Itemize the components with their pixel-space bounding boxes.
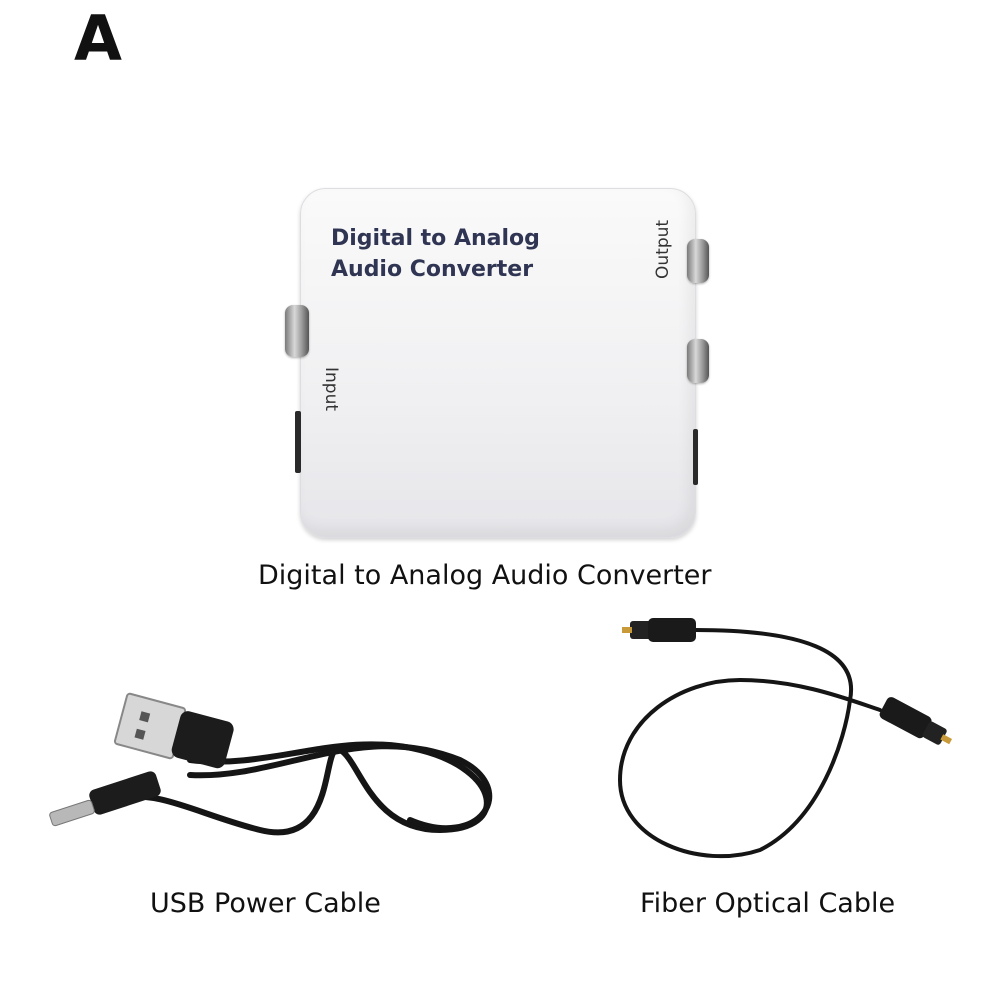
usb-cable-caption: USB Power Cable <box>150 888 381 919</box>
usb-cable-wire <box>117 741 493 836</box>
dc-barrel-plug <box>49 771 161 827</box>
usb-cable-illustration <box>49 692 493 836</box>
right-slot <box>693 429 698 485</box>
output-jack-1 <box>687 239 709 283</box>
output-jack-2 <box>687 339 709 383</box>
left-slot <box>295 411 301 473</box>
toslink-plug-bottom <box>879 697 953 745</box>
fiber-cable-illustration <box>617 618 953 859</box>
output-label: Output <box>653 219 673 279</box>
fiber-cable-wire <box>617 628 882 859</box>
usb-plug <box>113 692 234 769</box>
converter-caption: Digital to Analog Audio Converter <box>258 560 712 591</box>
input-jack <box>285 305 309 357</box>
device-title-line2: Audio Converter <box>331 257 534 282</box>
converter-device: Digital to Analog Audio Converter Output… <box>285 188 709 538</box>
panel-letter: A <box>74 2 122 75</box>
device-title-line1: Digital to Analog <box>331 226 540 251</box>
toslink-plug-top <box>622 618 696 642</box>
device-title: Digital to Analog Audio Converter <box>331 223 540 285</box>
input-label: Input <box>321 367 341 412</box>
fiber-cable-caption: Fiber Optical Cable <box>640 888 896 919</box>
